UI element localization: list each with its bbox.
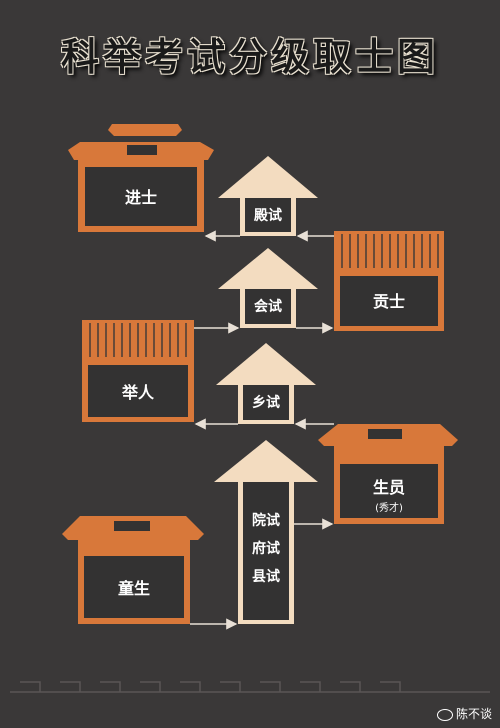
jinshi-label: 进士 [125,188,157,207]
juren-building: 举人 [82,320,194,422]
diagram-title: 科举考试分级取士图 [60,34,439,79]
gongshi-label: 贡士 [373,292,405,311]
shengyuan-sublabel: (秀才) [375,501,403,514]
huishi-label: 会试 [254,298,282,315]
jinshi-building: 进士 [68,124,214,232]
watermark-text: 陈不谈 [455,707,492,721]
shengyuan-label: 生员 [373,478,405,497]
dianshi-arrow: 殿试 [218,156,318,236]
xiangshi-arrow: 乡试 [216,343,316,424]
xianshi-label: 县试 [252,568,280,585]
bottom-frieze [10,681,490,693]
shengyuan-box [340,464,438,518]
jinshi-box [85,167,197,226]
juren-label: 举人 [121,383,155,402]
xiangshi-label: 乡试 [252,394,280,411]
tongsheng-building: 童生 [62,516,204,624]
dianshi-label: 殿试 [253,207,282,224]
jinshi-upper-roof [108,124,182,136]
watermark-icon [436,708,453,721]
yuanshi-label: 院试 [252,512,280,529]
gongshi-box [340,276,438,326]
tongsheng-label: 童生 [118,579,150,598]
jinshi-roof-plaque [127,145,157,155]
county-exams-arrow: 院试 府试 县试 [214,440,318,624]
fushi-label: 府试 [252,540,280,557]
watermark: 陈不谈 [436,705,492,722]
tongsheng-box [84,556,184,618]
flow-arrows [190,230,334,630]
huishi-arrow: 会试 [218,248,318,328]
gongshi-building: 贡士 [334,231,444,331]
shengyuan-building: 生员 (秀才) [318,424,458,524]
juren-box [88,365,188,417]
